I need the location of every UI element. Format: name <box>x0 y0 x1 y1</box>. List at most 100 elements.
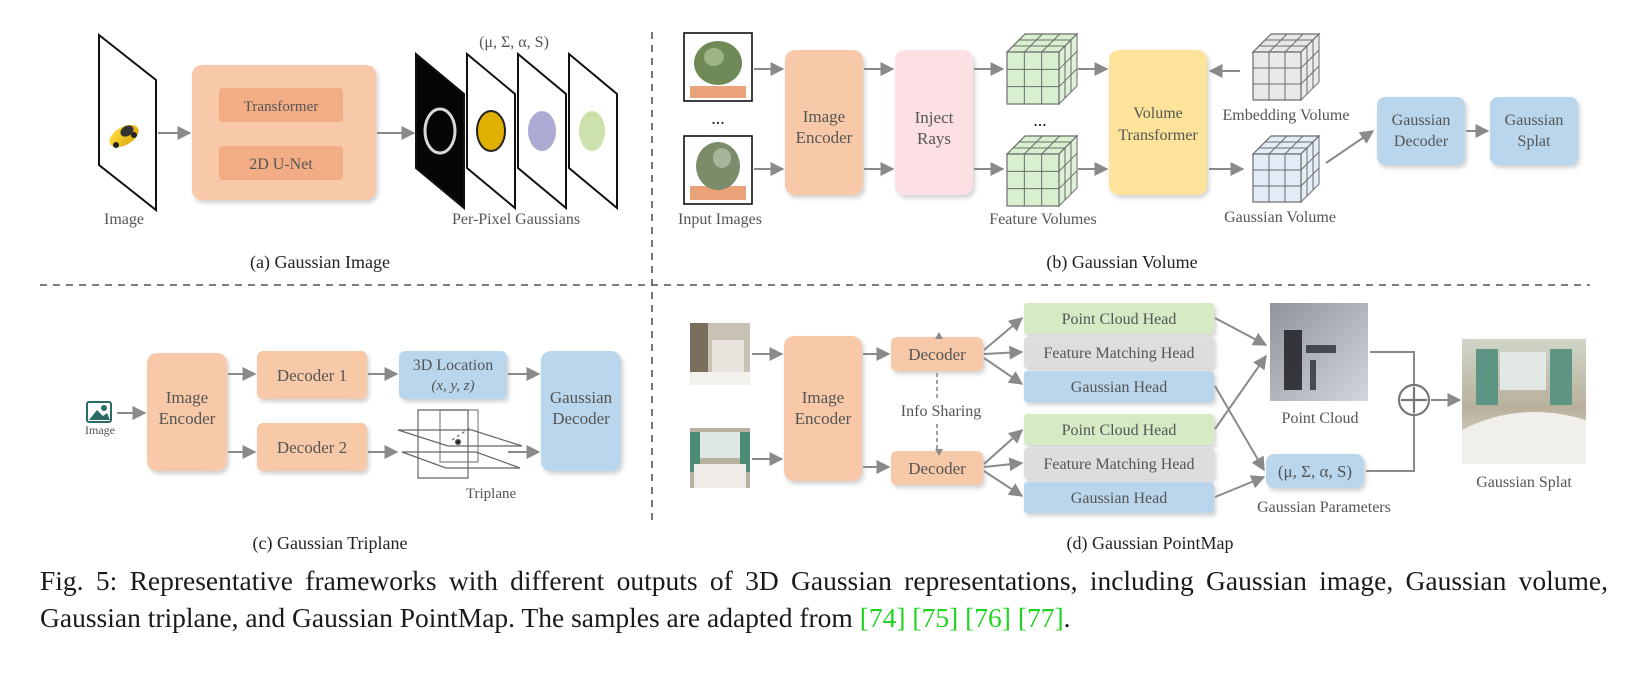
volumes-ellipsis: ... <box>1033 110 1047 130</box>
image-icon-label: Image <box>85 423 115 437</box>
point-cloud-image <box>1270 303 1368 401</box>
triplane-image-encoder-block <box>147 353 227 471</box>
pointmap-encoder-label-1: Image <box>802 388 844 407</box>
image-encoder-label-2: Encoder <box>796 128 853 147</box>
point-cloud-head-top <box>1024 303 1214 334</box>
figure-caption: Fig. 5: Representative frameworks with d… <box>40 562 1608 636</box>
feature-matching-head-top-label: Feature Matching Head <box>1043 345 1194 362</box>
inject-rays-label-1: Inject <box>915 108 954 127</box>
reference-76[interactable]: [76] <box>965 602 1011 633</box>
car-image <box>109 124 139 148</box>
room-photo-1 <box>690 323 750 385</box>
image-icon <box>86 401 112 423</box>
per-pixel-gaussian-maps <box>415 51 618 211</box>
gaussian-parameters-label: Gaussian Parameters <box>1257 499 1391 516</box>
gaussian-head-top <box>1024 371 1214 402</box>
pointmap-image-encoder-block <box>784 336 862 481</box>
map-2-shape <box>476 110 506 152</box>
gaussian-decoder-label-2: Decoder <box>1394 133 1449 150</box>
gaussian-parameters-value: (μ, Σ, α, S) <box>1278 462 1352 481</box>
transformer-block <box>219 88 343 122</box>
volume-transformer-block <box>1109 50 1207 195</box>
map-1 <box>415 51 465 211</box>
decoder-bottom-label: Decoder <box>908 459 966 478</box>
per-pixel-gaussians-label: Per-Pixel Gaussians <box>452 211 580 228</box>
gaussian-parameters-block <box>1266 454 1364 488</box>
3d-location-label: 3D Location <box>413 357 493 374</box>
embedding-volume-cube <box>1251 32 1321 102</box>
point-cloud-head-bottom <box>1024 414 1214 445</box>
gaussian-decoder-block <box>1377 97 1465 165</box>
3d-location-block <box>399 351 507 399</box>
gaussian-decoder-label-1: Gaussian <box>1392 112 1451 129</box>
room-photo-2 <box>690 428 750 488</box>
reference-75[interactable]: [75] <box>912 602 959 633</box>
map-1-shape <box>423 107 457 155</box>
input-images-label: Input Images <box>678 211 762 228</box>
triplane-graphic <box>397 409 523 479</box>
info-sharing-label: Info Sharing <box>901 403 981 420</box>
framework-diagram: Image Transformer 2D U-Net (μ, Σ, α, S) … <box>40 32 1590 554</box>
decoder-top-block <box>891 337 983 371</box>
figure-caption-text: Fig. 5: Representative frameworks with d… <box>40 565 1608 633</box>
decoder-1-block <box>257 351 367 399</box>
transformer-label: Transformer <box>244 99 318 115</box>
reference-77[interactable]: [77] <box>1017 602 1064 633</box>
panel-d-caption: (d) Gaussian PointMap <box>1067 533 1234 554</box>
triplane-encoder-label-2: Encoder <box>159 409 216 428</box>
gaussian-volume-cube <box>1251 134 1321 204</box>
triplane-label: Triplane <box>466 486 517 502</box>
embedding-volume-label: Embedding Volume <box>1223 107 1350 124</box>
point-cloud-head-bottom-label: Point Cloud Head <box>1062 422 1177 439</box>
gaussian-head-top-label: Gaussian Head <box>1071 379 1167 396</box>
panel-gaussian-pointmap: Image Encoder Decoder Decoder Info Shari… <box>690 303 1586 554</box>
panel-gaussian-image: Image Transformer 2D U-Net (μ, Σ, α, S) … <box>98 32 618 273</box>
input-image-2 <box>683 135 753 205</box>
triplane-gaussian-decoder-label-2: Decoder <box>552 409 610 428</box>
image-label: Image <box>104 211 144 228</box>
inject-rays-label-2: Rays <box>917 129 951 148</box>
point-cloud-label: Point Cloud <box>1282 410 1359 427</box>
decoder-top-label: Decoder <box>908 345 966 364</box>
feature-matching-head-bottom-label: Feature Matching Head <box>1043 456 1194 473</box>
point-cloud-head-top-label: Point Cloud Head <box>1062 311 1177 328</box>
gaussian-splat-block <box>1490 97 1578 165</box>
triplane-gaussian-decoder-block <box>541 351 621 471</box>
inject-rays-block <box>895 50 973 195</box>
pointmap-encoder-label-2: Encoder <box>795 409 852 428</box>
gaussian-params-label: (μ, Σ, α, S) <box>479 34 549 51</box>
feature-matching-head-top <box>1024 337 1214 368</box>
input-image-frame <box>98 32 157 213</box>
gaussian-splat-output-label: Gaussian Splat <box>1476 474 1572 491</box>
figure-caption-end: . <box>1063 602 1071 633</box>
gaussian-head-bottom <box>1024 482 1214 513</box>
gaussian-splat-label-1: Gaussian <box>1505 112 1564 129</box>
volume-transformer-label-1: Volume <box>1133 105 1182 122</box>
decoder-1-label: Decoder 1 <box>277 366 347 385</box>
unet-block <box>219 146 343 180</box>
panel-b-caption: (b) Gaussian Volume <box>1046 252 1197 273</box>
images-ellipsis: ... <box>711 108 725 128</box>
gaussian-volume-label: Gaussian Volume <box>1224 209 1336 226</box>
map-4-shape <box>579 111 605 151</box>
xyz-label: (x, y, z) <box>431 378 474 394</box>
feature-matching-head-bottom <box>1024 448 1214 479</box>
gaussian-splat-image <box>1462 339 1586 464</box>
image-encoder-label-1: Image <box>803 107 845 126</box>
panel-a-caption: (a) Gaussian Image <box>250 252 390 273</box>
reference-74[interactable]: [74] <box>859 602 906 633</box>
gaussian-splat-label-2: Splat <box>1518 133 1551 150</box>
feature-volume-cube-1 <box>1005 32 1079 106</box>
volume-transformer-label-2: Transformer <box>1118 127 1198 144</box>
triplane-gaussian-decoder-label-1: Gaussian <box>550 388 613 407</box>
decoder-bottom-block <box>891 451 983 485</box>
feature-volumes-label: Feature Volumes <box>989 211 1096 228</box>
input-image-1 <box>683 32 753 102</box>
plus-combine-icon <box>1397 383 1431 417</box>
decoder-2-label: Decoder 2 <box>277 438 347 457</box>
decoder-2-block <box>257 423 367 471</box>
triplane-encoder-label-1: Image <box>166 388 208 407</box>
unet-label: 2D U-Net <box>249 156 313 173</box>
panel-gaussian-volume: ... Input Images Image Encoder Inject Ra… <box>678 32 1578 273</box>
image-encoder-block <box>785 50 863 195</box>
